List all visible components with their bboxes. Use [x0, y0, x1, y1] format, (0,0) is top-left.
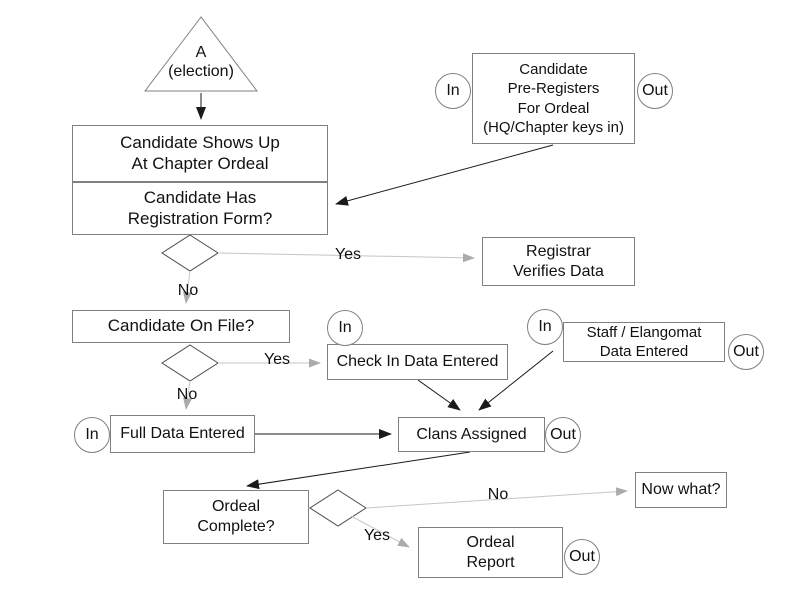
edge-label-no-fulldata: No: [176, 386, 198, 403]
node-candidate-pre-registers: Candidate Pre-Registers For Ordeal (HQ/C…: [472, 53, 635, 144]
node-election-label: A (election): [145, 44, 257, 82]
node-text: Registration Form?: [127, 208, 273, 228]
port-label: In: [338, 319, 352, 336]
node-text: (HQ/Chapter keys in): [483, 119, 624, 136]
node-check-in-data: Check In Data Entered: [327, 344, 508, 380]
decision-diamond-on-file: [161, 344, 219, 382]
edge-label-yes-checkin: Yes: [263, 351, 291, 368]
port-in-pre-registers: In: [435, 73, 471, 109]
port-label: Out: [733, 343, 759, 360]
port-label: Out: [550, 426, 576, 443]
node-registrar-verifies: Registrar Verifies Data: [482, 237, 635, 286]
node-clans-assigned: Clans Assigned: [398, 417, 545, 452]
arrow-staffin-to-clans: [478, 350, 554, 411]
node-text: Candidate Shows Up: [120, 132, 280, 152]
port-in-full-data: In: [74, 417, 110, 453]
arrow-preregisters-to-hasform: [335, 144, 554, 206]
arrow-yes-to-registrar: [217, 252, 475, 263]
port-out-pre-registers: Out: [637, 73, 673, 109]
node-text: Registrar: [526, 242, 591, 260]
node-text: At Chapter Ordeal: [131, 153, 269, 173]
decision-diamond-complete: [309, 489, 367, 527]
node-text: For Ordeal: [517, 99, 590, 117]
election-triangle: [143, 16, 259, 92]
port-label: In: [538, 318, 552, 335]
node-text: Candidate Has: [143, 187, 257, 207]
election-letter: A: [195, 44, 207, 61]
edge-label-yes-registrar: Yes: [334, 246, 362, 263]
node-candidate-has-form: Candidate Has Registration Form?: [72, 182, 328, 235]
port-label: Out: [642, 82, 668, 99]
port-in-check-in: In: [327, 310, 363, 346]
port-label: In: [446, 82, 460, 99]
node-text: Candidate On File?: [107, 316, 255, 336]
node-text: Ordeal: [211, 498, 261, 516]
arrow-no-to-nowwhat: [365, 487, 628, 509]
node-text: Clans Assigned: [416, 425, 527, 443]
node-text: Pre-Registers: [507, 80, 600, 97]
node-text: Check In Data Entered: [336, 353, 499, 371]
port-out-report: Out: [564, 539, 600, 575]
node-text: Candidate: [519, 60, 588, 78]
port-out-clans: Out: [545, 417, 581, 453]
edge-label-no-onfile: No: [177, 282, 199, 299]
node-candidate-on-file: Candidate On File?: [72, 310, 290, 343]
node-text: Now what?: [641, 481, 721, 499]
arrow-clans-to-complete: [246, 451, 471, 490]
port-out-staff: Out: [728, 334, 764, 370]
arrow-no-to-fulldata: [183, 380, 193, 410]
arrow-checkin-to-clans: [417, 379, 461, 411]
election-caption: (election): [168, 62, 234, 80]
node-full-data-entered: Full Data Entered: [110, 415, 255, 453]
node-text: Staff / Elangomat: [586, 323, 702, 341]
node-ordeal-report: Ordeal Report: [418, 527, 563, 578]
edge-label-no-nowwhat: No: [487, 486, 509, 503]
node-text: Verifies Data: [513, 262, 604, 280]
port-in-staff: In: [527, 309, 563, 345]
node-candidate-shows-up: Candidate Shows Up At Chapter Ordeal: [72, 125, 328, 182]
arrow-no-to-onfile: [182, 270, 192, 304]
edge-label-yes-report: Yes: [363, 527, 391, 544]
node-text: Data Entered: [599, 343, 689, 360]
node-text: Report: [466, 553, 515, 571]
port-label: In: [85, 426, 99, 443]
node-ordeal-complete: Ordeal Complete?: [163, 490, 309, 544]
node-staff-elangomat: Staff / Elangomat Data Entered: [563, 322, 725, 362]
arrow-yes-to-report: [350, 515, 410, 548]
node-text: Complete?: [197, 518, 275, 535]
decision-diamond-has-form: [161, 234, 219, 272]
node-now-what: Now what?: [635, 472, 727, 508]
node-text: Ordeal: [466, 533, 515, 551]
port-label: Out: [569, 548, 595, 565]
node-text: Full Data Entered: [120, 425, 245, 443]
